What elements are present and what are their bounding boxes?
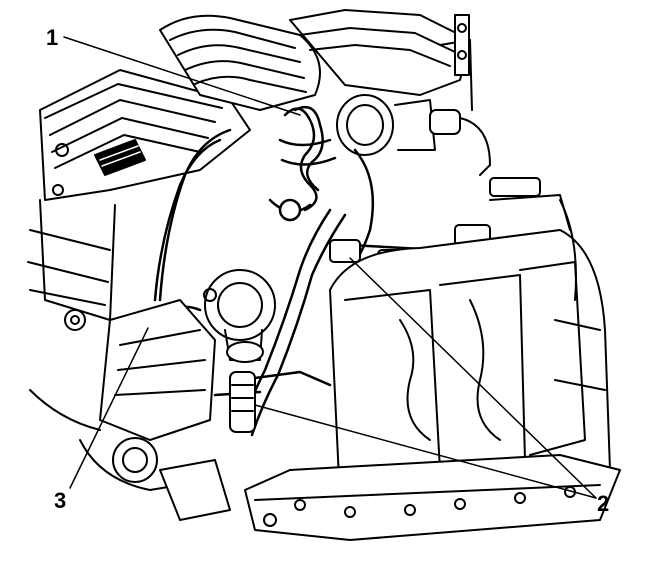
- transaxle-case: [329, 194, 611, 511]
- wiring-bundle-top: [268, 105, 337, 222]
- oil-pan: [244, 454, 621, 541]
- callout-2: 2: [597, 491, 610, 516]
- leader-lines: [63, 36, 597, 499]
- callout-3: 3: [54, 488, 67, 513]
- valve-cover: [27, 69, 251, 321]
- callout-1: 1: [46, 25, 59, 50]
- intake-manifold: [159, 9, 471, 111]
- engine-block-lower: [29, 299, 231, 521]
- water-outlet: [203, 269, 276, 363]
- throttle-body: [336, 14, 491, 176]
